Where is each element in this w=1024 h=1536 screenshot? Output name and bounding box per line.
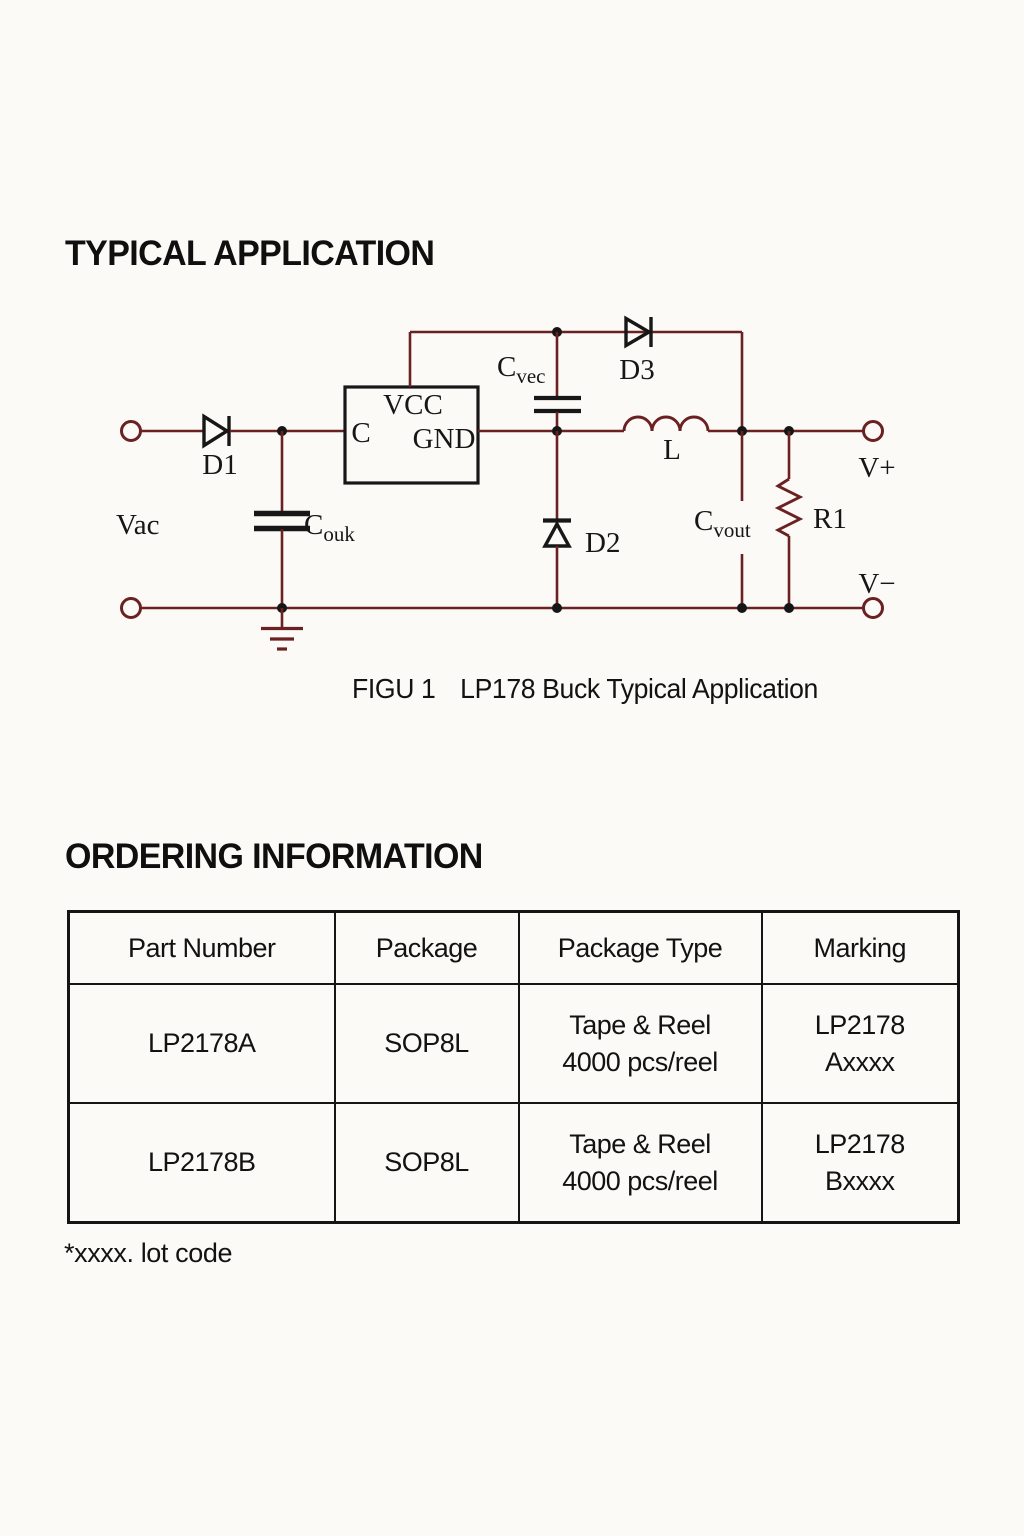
output-terminal-vminus (862, 597, 884, 619)
marking-line1: LP2178 (814, 1009, 906, 1040)
diode-d2-symbol (542, 520, 572, 548)
package-type-line2: 4000 pcs/reel (562, 1046, 718, 1077)
ic-pin-gnd-label: GND (413, 423, 476, 455)
cell-package: SOP8L (333, 1102, 520, 1224)
cvec-label: Cvec (497, 351, 546, 388)
junction-r1-bottom (784, 603, 794, 613)
cell-package-type: Tape & Reel 4000 pcs/reel (517, 983, 763, 1104)
cell-package: SOP8L (333, 983, 520, 1104)
ic-pin-c-label: C (351, 417, 370, 449)
input-terminal-top (120, 420, 142, 442)
inductor-l-symbol (622, 415, 710, 432)
header-package: Package (333, 910, 520, 985)
vminus-label: V− (858, 568, 895, 600)
ordering-information-title: ORDERING INFORMATION (65, 837, 483, 876)
cell-marking: LP2178 Bxxxx (760, 1102, 960, 1224)
cvout-label: Cvout (694, 505, 751, 542)
ordering-table: Part Number Package Package Type Marking… (67, 910, 960, 1224)
input-terminal-bottom (120, 597, 142, 619)
table-row: LP2178B SOP8L Tape & Reel 4000 pcs/reel … (67, 1102, 960, 1224)
header-marking: Marking (760, 910, 960, 985)
vplus-label: V+ (858, 452, 895, 484)
package-type-line1: Tape & Reel (569, 1128, 711, 1159)
figure-caption-text: LP178 Buck Typical Application (460, 673, 818, 704)
figure-caption-number: FIGU 1 (352, 673, 436, 704)
package-type-line2: 4000 pcs/reel (562, 1165, 718, 1196)
d3-label: D3 (619, 354, 654, 386)
ordering-table-header-row: Part Number Package Package Type Marking (67, 910, 960, 985)
diode-d3-symbol (624, 315, 653, 349)
junction-cvout-bottom (737, 603, 747, 613)
figure-caption: FIGU 1 LP178 Buck Typical Application (352, 673, 818, 705)
cell-package-type: Tape & Reel 4000 pcs/reel (517, 1102, 763, 1224)
d1-label: D1 (202, 449, 237, 481)
l-label: L (663, 434, 681, 466)
diode-d1-symbol (202, 413, 231, 449)
header-part-number: Part Number (67, 910, 336, 985)
junction-d2-bottom (552, 603, 562, 613)
marking-line2: Bxxxx (824, 1165, 895, 1196)
couk-label: Couk (304, 509, 355, 546)
ic-pin-vcc-label: VCC (383, 389, 443, 421)
r1-label: R1 (813, 503, 847, 535)
resistor-r1-symbol (774, 477, 804, 538)
typical-application-title: TYPICAL APPLICATION (65, 234, 435, 273)
d2-label: D2 (585, 527, 620, 559)
lot-code-footnote: *xxxx. lot code (64, 1238, 233, 1268)
output-terminal-vplus (862, 420, 884, 442)
ic-block (343, 385, 480, 485)
package-type-line1: Tape & Reel (569, 1009, 711, 1040)
vac-label: Vac (116, 509, 159, 541)
marking-line2: Axxxx (824, 1046, 895, 1077)
table-row: LP2178A SOP8L Tape & Reel 4000 pcs/reel … (67, 983, 960, 1104)
buck-circuit-diagram: VCC C GND (116, 315, 896, 651)
cell-marking: LP2178 Axxxx (760, 983, 960, 1104)
marking-line1: LP2178 (814, 1128, 906, 1159)
cell-part-number: LP2178B (67, 1102, 336, 1224)
cell-part-number: LP2178A (67, 983, 336, 1104)
header-package-type: Package Type (517, 910, 763, 985)
